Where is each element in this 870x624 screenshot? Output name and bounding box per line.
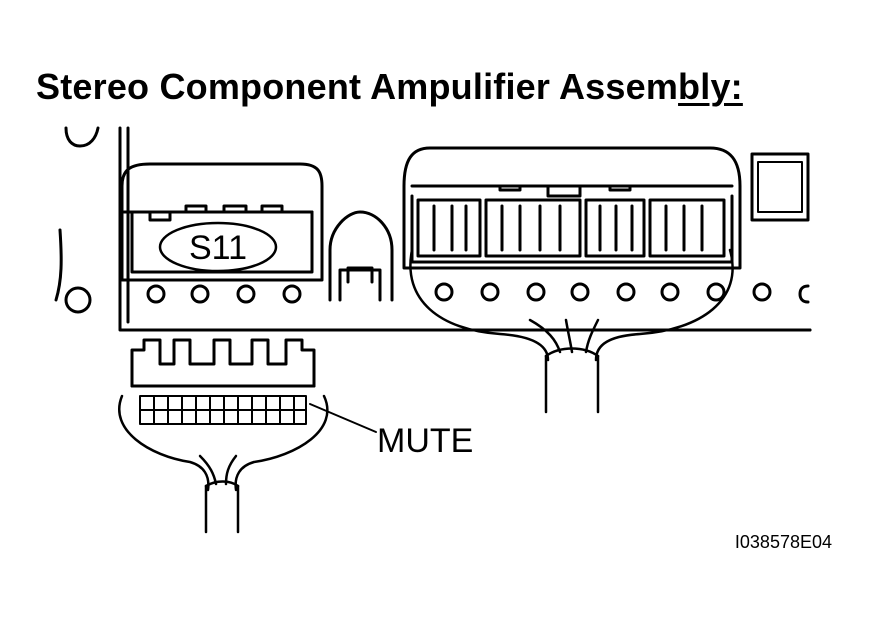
right-wire-harness — [409, 248, 734, 414]
figure-id: I038578E04 — [735, 532, 832, 552]
connector-s11-label: S11 — [189, 229, 247, 267]
mute-label: MUTE — [377, 422, 473, 460]
title-main: Stereo Component Ampulifier Assem — [36, 66, 679, 107]
mute-connector — [130, 338, 316, 425]
diagram-title: Stereo Component Ampulifier Assembly: — [36, 66, 743, 108]
housing-arch-slot — [328, 210, 394, 302]
right-connector-assembly — [402, 146, 810, 304]
amplifier-housing — [54, 126, 812, 332]
mute-wire-harness — [118, 394, 329, 534]
title-underlined-part: bly: — [678, 66, 743, 107]
connector-s11-housing — [120, 162, 324, 304]
mute-leader-line — [309, 403, 377, 433]
